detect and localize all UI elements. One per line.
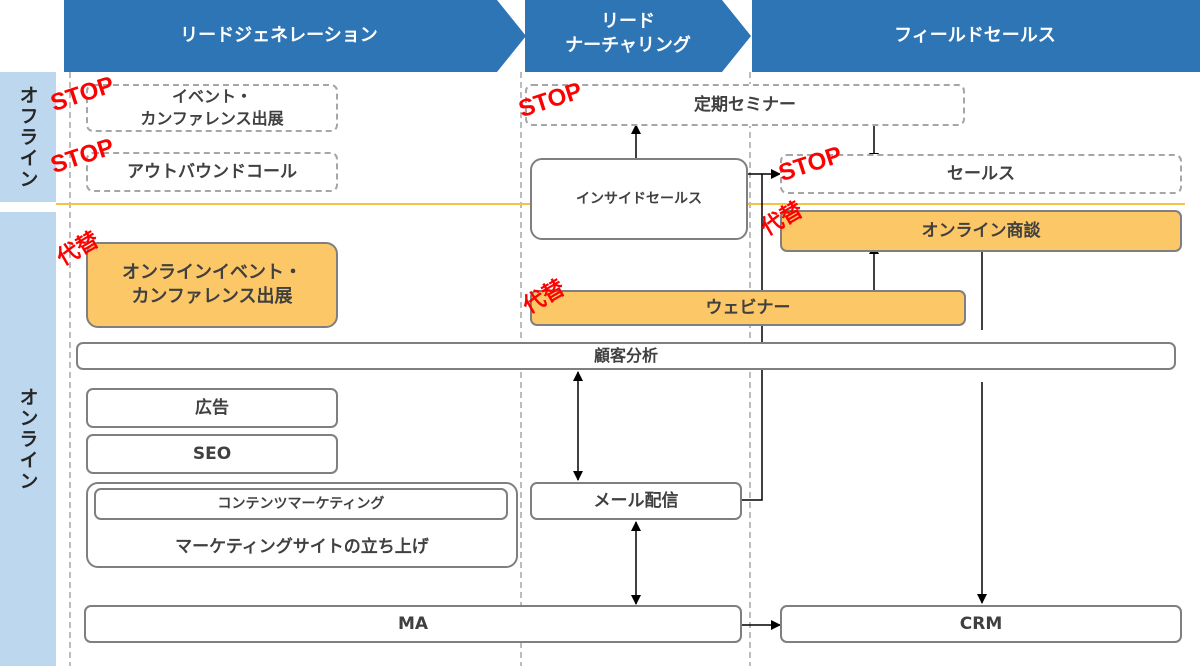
online-meeting-box: オンライン商談 [780, 210, 1182, 252]
sales-box: セールス [780, 154, 1182, 194]
ma-box: MA [84, 605, 742, 643]
phase-arrow-field-sales [752, 0, 1200, 72]
phase-header [64, 0, 1200, 72]
regular-seminar-box: 定期セミナー [525, 84, 965, 126]
online-event-box: オンラインイベント・ カンファレンス出展 [86, 242, 338, 328]
mail-box: メール配信 [530, 482, 742, 520]
seo-box: SEO [86, 434, 338, 474]
inside-sales-box: インサイドセールス [530, 158, 748, 240]
phase-arrow-lead-generation [64, 0, 526, 72]
phase-label-lead-nurturing: リード ナーチャリング [565, 11, 691, 57]
phase-label-field-sales: フィールドセールス [894, 25, 1056, 46]
phase-arrow-lead-nurturing [525, 0, 751, 72]
row-label-online: オンライン [0, 212, 56, 666]
webinar-box: ウェビナー [530, 290, 966, 326]
marketing-site-label: マーケティングサイトの立ち上げ [175, 536, 429, 557]
outbound-call-box: アウトバウンドコール [86, 152, 338, 192]
crm-box: CRM [780, 605, 1182, 643]
customer-analysis-box: 顧客分析 [76, 342, 1176, 370]
content-marketing-box: コンテンツマーケティング [94, 488, 508, 520]
row-label-offline: オフライン [0, 72, 56, 202]
ad-box: 広告 [86, 388, 338, 428]
event-conference-box: イベント・ カンファレンス出展 [86, 84, 338, 132]
phase-label-lead-generation: リードジェネレーション [180, 25, 378, 46]
